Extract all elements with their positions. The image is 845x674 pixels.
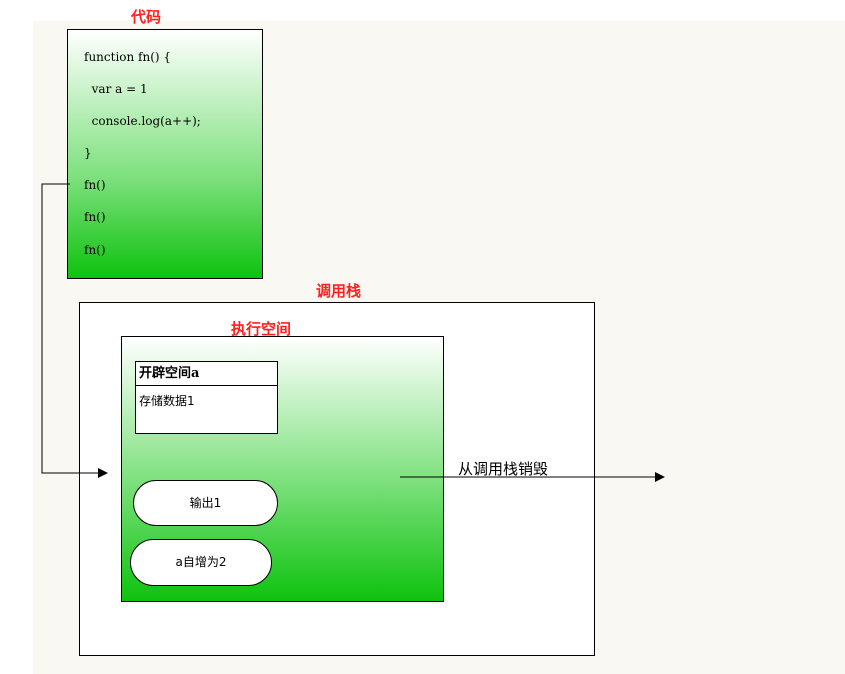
code-line: fn() xyxy=(84,243,106,257)
output-step: 输出1 xyxy=(133,480,278,526)
code-label: 代码 xyxy=(131,8,162,26)
code-line: var a = 1 xyxy=(84,82,148,96)
code-line: console.log(a++); xyxy=(84,114,201,128)
allocation-box: 开辟空间a 存储数据1 xyxy=(135,361,278,434)
destroy-label: 从调用栈销毁 xyxy=(458,460,549,478)
code-line: function fn() { xyxy=(84,50,172,64)
allocation-title: 开辟空间a xyxy=(136,362,277,386)
code-line: fn() xyxy=(84,210,106,224)
execution-space-label: 执行空间 xyxy=(231,320,292,338)
code-line: } xyxy=(84,146,92,160)
call-stack-label: 调用栈 xyxy=(316,282,362,300)
code-line: fn() xyxy=(84,178,106,192)
code-panel: function fn() { var a = 1 console.log(a+… xyxy=(67,29,263,279)
allocation-body: 存储数据1 xyxy=(139,394,195,408)
increment-step: a自增为2 xyxy=(130,539,272,586)
